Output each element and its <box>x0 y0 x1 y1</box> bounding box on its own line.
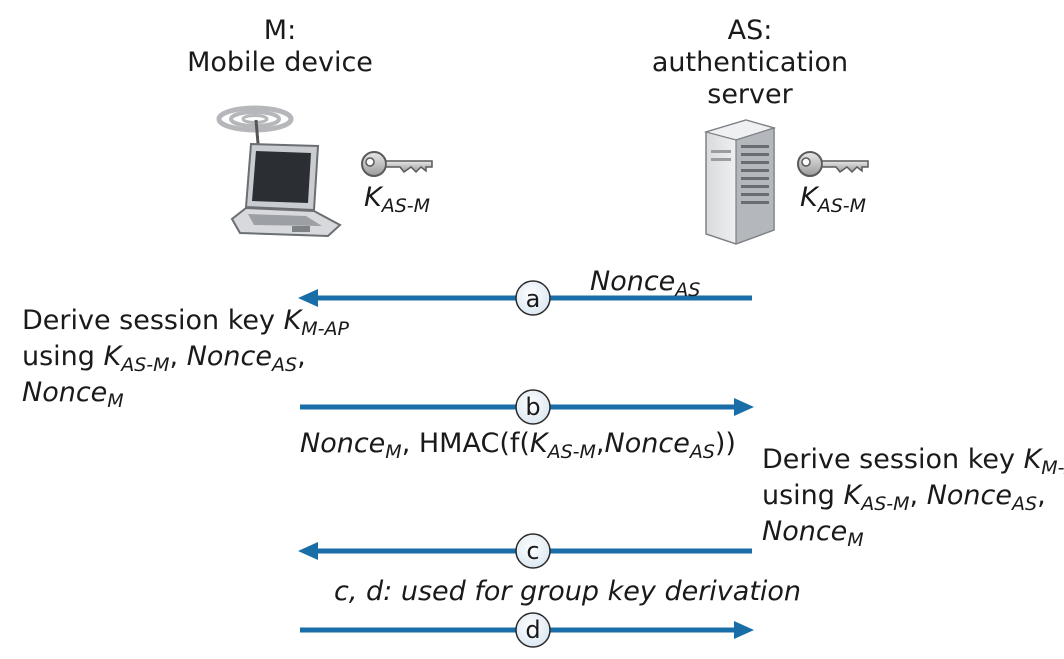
mobile-title-line2: Mobile device <box>187 47 373 78</box>
nonce-subscript: M <box>385 441 402 463</box>
key-symbol: K <box>843 480 862 511</box>
note-line: using KAS-M, NonceAS, <box>22 341 349 376</box>
message-label-a: a <box>526 285 541 313</box>
mobile-title: M: Mobile device <box>180 15 380 79</box>
message-c-note: c, d: used for group key derivation <box>334 576 802 607</box>
message-label-c: c <box>526 537 539 565</box>
key-subscript: AS-M <box>861 493 910 515</box>
message-a-text: NonceAS <box>590 266 701 301</box>
note-line: NonceM <box>22 377 349 412</box>
note-text: Derive session key <box>762 444 1024 475</box>
key-icon <box>361 151 433 177</box>
key-subscript: AS-M <box>121 354 170 376</box>
note-text: , <box>169 341 187 372</box>
key-icon <box>797 151 869 177</box>
key-subscript: M-AP <box>301 318 349 340</box>
nonce-text: Nonce <box>762 516 848 547</box>
server-title-line3: server <box>707 79 793 110</box>
note-line: Derive session key KM-AP <box>762 444 1064 479</box>
note-text: , <box>1037 480 1046 511</box>
note-text: using <box>22 341 104 372</box>
key-symbol: K <box>364 182 382 213</box>
key-symbol: K <box>529 428 548 459</box>
message-arrow-c: c <box>298 533 752 569</box>
key-subscript: AS-M <box>817 195 867 217</box>
mobile-derive-note: Derive session key KM-AP using KAS-M, No… <box>22 305 349 412</box>
comma: , <box>595 428 605 459</box>
message-label-d: d <box>525 616 540 644</box>
note-line: using KAS-M, NonceAS, <box>762 480 1064 515</box>
mobile-key-label: KAS-M <box>364 182 431 217</box>
server-title: AS: authentication server <box>640 15 860 111</box>
key-subscript: M-AP <box>1041 457 1064 479</box>
note-text: Derive session key <box>22 305 284 336</box>
hmac-close: )) <box>714 428 736 459</box>
nonce-text: Nonce <box>300 428 386 459</box>
nonce-subscript: AS <box>272 354 298 376</box>
nonce-text: Nonce <box>22 377 108 408</box>
laptop-wifi-icon <box>216 105 342 238</box>
message-label-b: b <box>525 393 540 421</box>
nonce-text: Nonce <box>186 341 273 372</box>
server-key-label: KAS-M <box>800 182 867 217</box>
server-tower-icon <box>703 119 777 245</box>
message-arrow-d: d <box>300 612 754 648</box>
key-subscript: AS-M <box>547 441 596 463</box>
nonce-subscript: AS <box>689 441 715 463</box>
nonce-text: Nonce <box>926 480 1013 511</box>
nonce-subscript: M <box>107 390 124 412</box>
note-text: using <box>762 480 844 511</box>
key-symbol: K <box>103 341 122 372</box>
hmac-text: , HMAC(f( <box>401 428 530 459</box>
message-b-text: NonceM, HMAC(f(KAS-M,NonceAS)) <box>300 428 736 463</box>
nonce-as: Nonce <box>590 266 676 297</box>
server-title-line2: authentication <box>651 47 849 78</box>
nonce-subscript: AS <box>675 279 701 301</box>
note-text: , <box>909 480 927 511</box>
nonce-text: Nonce <box>604 428 690 459</box>
note-line: NonceM <box>762 516 1064 551</box>
note-text: , <box>297 341 306 372</box>
message-arrow-a: a <box>298 280 752 316</box>
key-symbol: K <box>800 182 818 213</box>
nonce-subscript: AS <box>1012 493 1038 515</box>
key-symbol: K <box>283 305 302 336</box>
mobile-title-line1: M: <box>263 15 297 46</box>
key-symbol: K <box>1023 444 1042 475</box>
note-line: Derive session key KM-AP <box>22 305 349 340</box>
nonce-subscript: M <box>847 529 864 551</box>
key-subscript: AS-M <box>381 195 431 217</box>
message-arrow-b: b <box>300 389 754 425</box>
server-title-line1: AS: <box>727 15 773 46</box>
server-derive-note: Derive session key KM-AP using KAS-M, No… <box>762 444 1064 551</box>
